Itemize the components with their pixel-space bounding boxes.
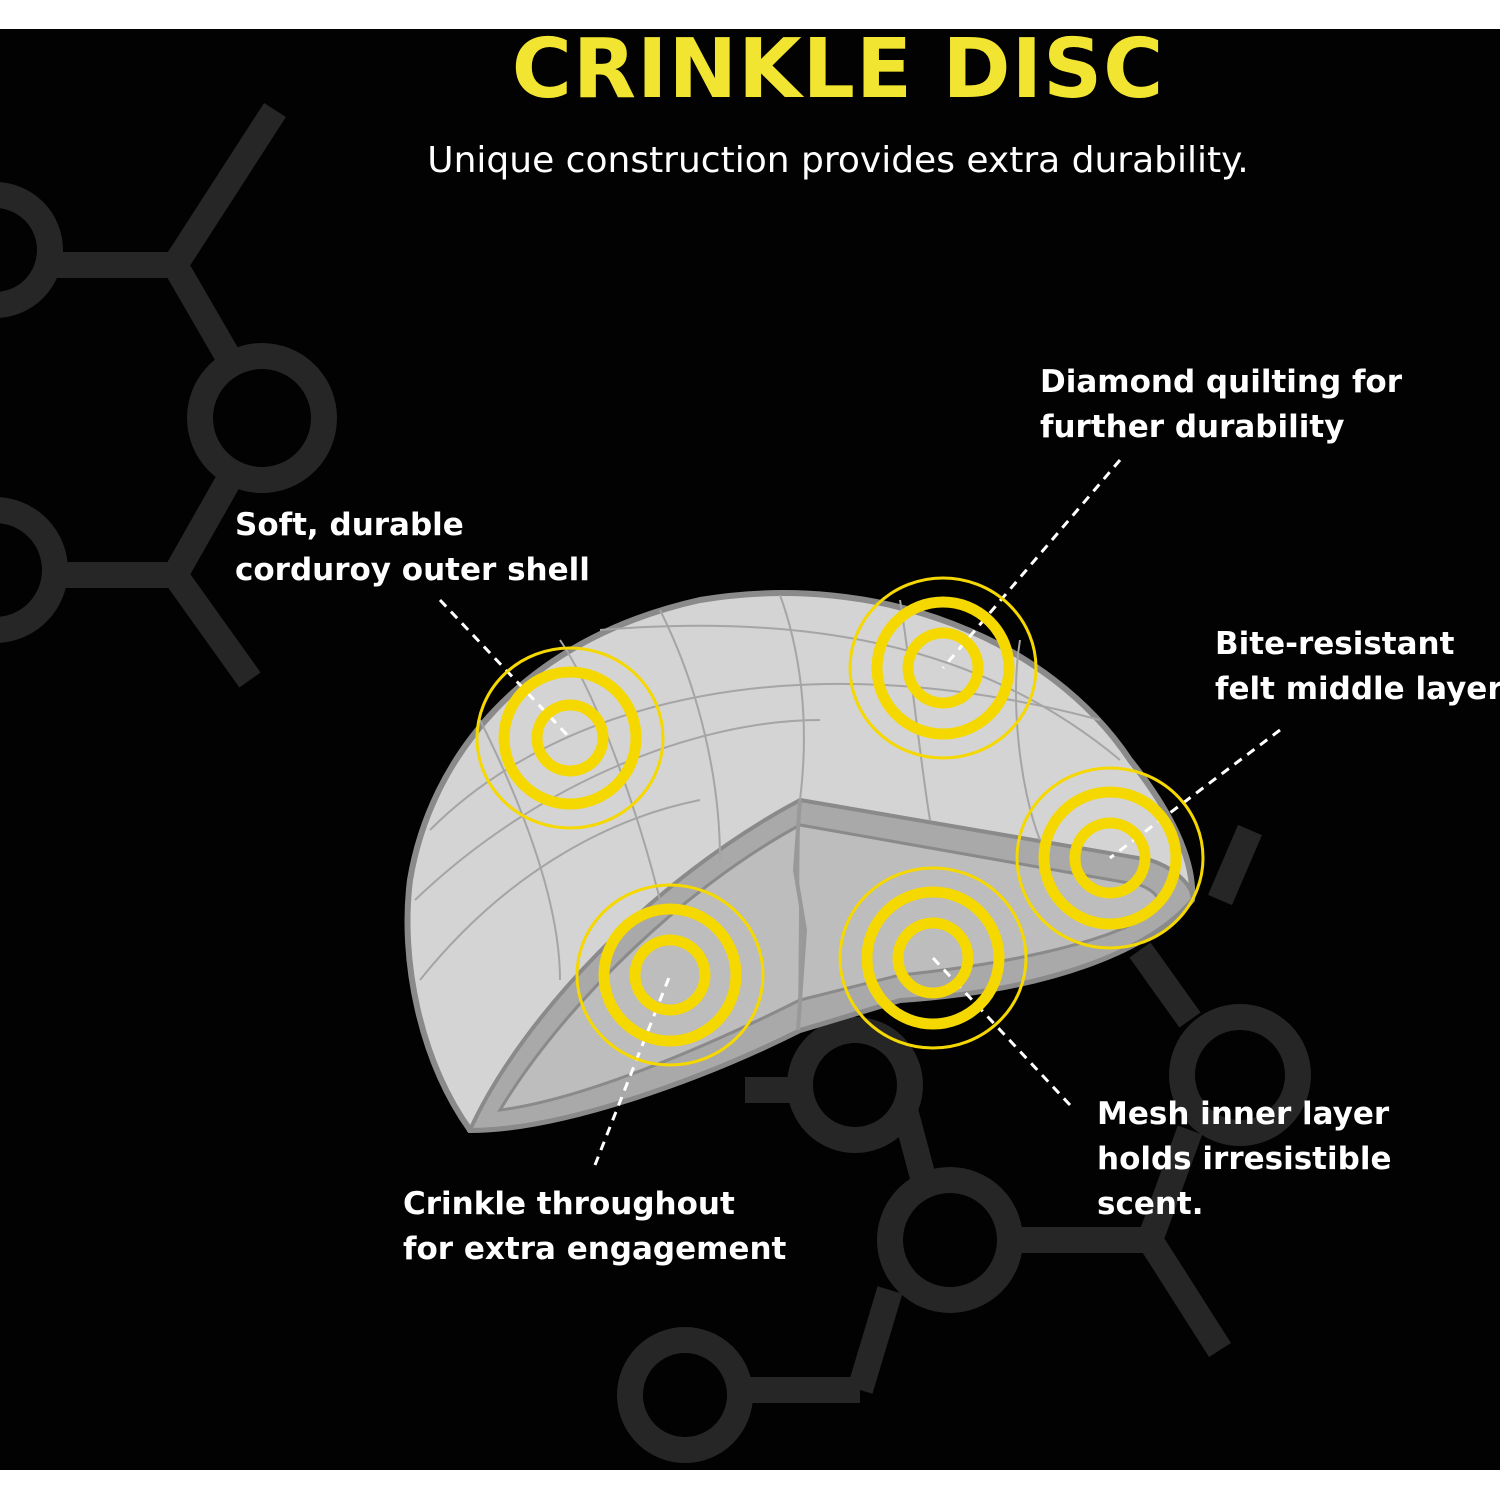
target-crinkle-icon bbox=[575, 883, 765, 1067]
target-shell-icon bbox=[475, 646, 665, 830]
callout-felt: Bite-resistant felt middle layer bbox=[1215, 622, 1500, 712]
callout-line: further durability bbox=[1040, 409, 1345, 445]
target-mesh-icon bbox=[838, 866, 1028, 1050]
target-felt-icon bbox=[1015, 766, 1205, 950]
page-title: CRINKLE DISC bbox=[511, 22, 1165, 117]
callout-line: Mesh inner layer bbox=[1097, 1096, 1390, 1132]
callout-line: Diamond quilting for bbox=[1040, 364, 1403, 400]
crinkle-edge bbox=[792, 799, 808, 1031]
callout-line: Crinkle throughout bbox=[403, 1186, 735, 1222]
callout-line: Soft, durable bbox=[235, 507, 464, 543]
callout-line: corduroy outer shell bbox=[235, 552, 590, 588]
callout-shell: Soft, durable corduroy outer shell bbox=[235, 503, 590, 593]
quilting-grid bbox=[414, 594, 1121, 981]
callout-quilting: Diamond quilting for further durability bbox=[1040, 360, 1402, 450]
target-quilting-icon bbox=[848, 576, 1038, 760]
callout-crinkle: Crinkle throughout for extra engagement bbox=[403, 1182, 786, 1272]
molecule-background-pattern bbox=[0, 102, 1311, 1463]
callout-mesh: Mesh inner layer holds irresistible scen… bbox=[1097, 1092, 1391, 1227]
callout-line: holds irresistible bbox=[1097, 1141, 1392, 1177]
callout-line: for extra engagement bbox=[403, 1231, 787, 1267]
callout-line: Bite-resistant bbox=[1215, 626, 1455, 662]
subtitle: Unique construction provides extra durab… bbox=[427, 140, 1249, 181]
target-rings bbox=[475, 576, 1205, 1067]
callout-line: scent. bbox=[1097, 1186, 1204, 1222]
callout-line: felt middle layer bbox=[1215, 671, 1500, 707]
